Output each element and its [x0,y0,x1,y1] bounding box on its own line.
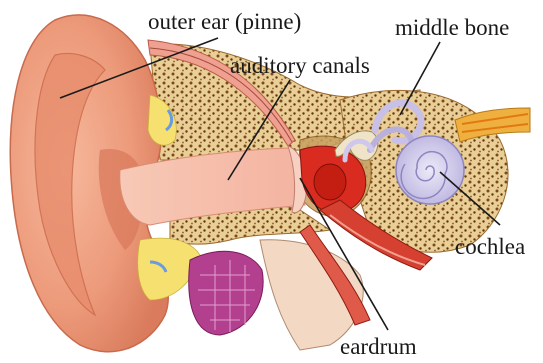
lower-tissue-purple [189,251,263,335]
label-cochlea: cochlea [455,235,525,258]
label-auditory-canals: auditory canals [230,54,370,77]
label-middle-bone: middle bone [395,16,509,39]
cochlea-shell [396,136,464,204]
label-eardrum: eardrum [340,335,417,358]
label-outer-ear: outer ear (pinne) [148,10,301,33]
middle-ear-bulb [314,164,346,200]
